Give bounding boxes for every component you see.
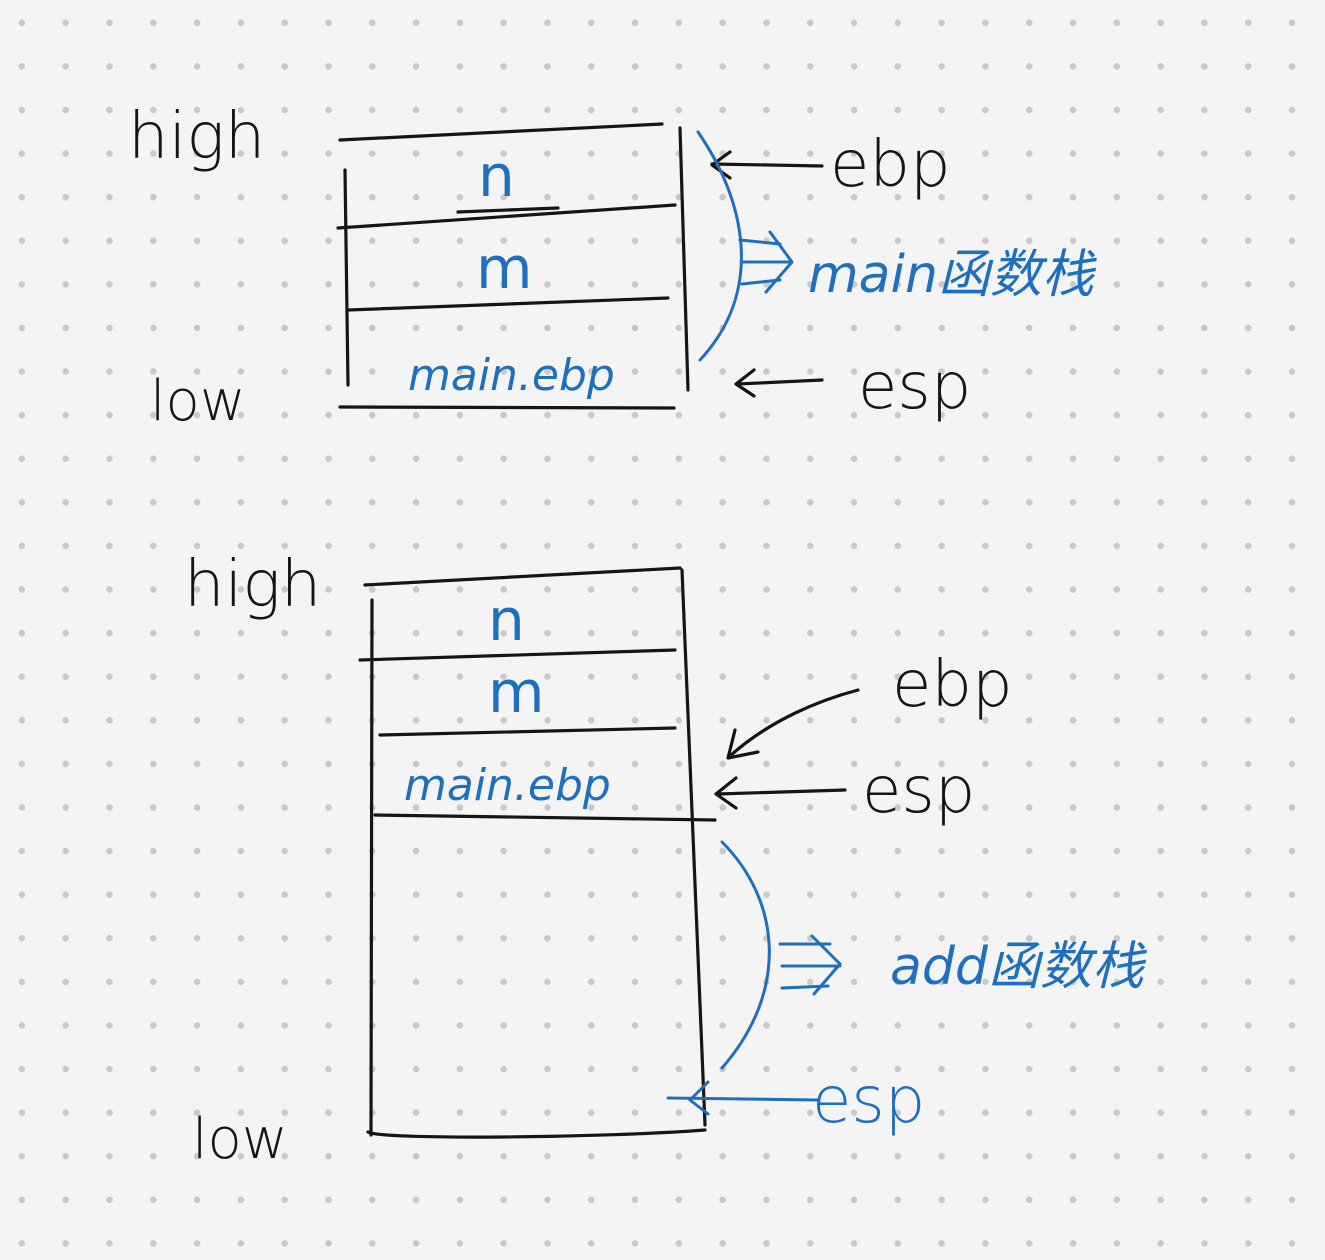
top-ebp-arrow-head — [710, 150, 732, 180]
bottom-stack-diagram: high low n m main.ebp ebp esp — [184, 548, 1147, 1172]
bottom-esp-label: esp — [862, 754, 975, 828]
top-low-label: low — [150, 369, 246, 434]
bottom-ebp-arrow-head — [726, 728, 760, 760]
bottom-box-top-edge — [363, 566, 682, 587]
bottom-add-stack-brace: add函数栈 — [720, 840, 1147, 1070]
top-divider-2 — [346, 296, 670, 312]
top-high-label: high — [128, 100, 265, 174]
top-cell-n: n — [478, 142, 515, 210]
top-cell-main-ebp: main.ebp — [408, 350, 615, 401]
top-box-right-edge — [678, 126, 690, 392]
bottom-new-esp-pointer: esp — [666, 1064, 925, 1138]
bottom-new-esp-arrow-head — [688, 1080, 710, 1116]
top-divider-scribble — [456, 206, 560, 214]
bottom-brace-curve — [720, 840, 771, 1070]
bottom-ebp-arrow-line — [728, 688, 860, 758]
bottom-brace-label: add函数栈 — [890, 937, 1147, 997]
top-brace-label: main函数栈 — [808, 245, 1097, 305]
bottom-high-label: high — [184, 548, 321, 622]
bottom-cell-n: n — [488, 586, 525, 654]
bottom-box-left-edge — [369, 598, 374, 1137]
top-esp-pointer: esp — [734, 350, 971, 424]
bottom-box-bottom-edge — [366, 1128, 707, 1139]
top-esp-label: esp — [858, 350, 971, 424]
bottom-stack-box — [358, 566, 717, 1139]
top-box-left-edge — [343, 168, 350, 387]
top-brace-curve — [696, 130, 743, 362]
top-ebp-label: ebp — [830, 128, 951, 202]
bottom-cell-m: m — [488, 658, 545, 726]
bottom-esp-arrow-line — [716, 788, 847, 796]
top-ebp-arrow-line — [710, 162, 824, 168]
bottom-esp-pointer: esp — [714, 754, 975, 828]
top-main-stack-brace: main函数栈 — [696, 130, 1097, 362]
bottom-low-label: low — [192, 1107, 288, 1172]
bottom-cell-main-ebp: main.ebp — [404, 760, 611, 811]
bottom-box-right-edge — [680, 568, 707, 1127]
bottom-esp-arrow-head — [714, 776, 738, 810]
top-esp-arrow-head — [734, 368, 756, 398]
bottom-implies-arrow — [778, 934, 842, 996]
top-box-bottom-edge — [338, 405, 676, 410]
bottom-divider-2 — [378, 726, 677, 737]
bottom-divider-1 — [358, 648, 677, 662]
bottom-new-esp-label: esp — [812, 1064, 925, 1138]
top-cell-m: m — [476, 234, 533, 302]
top-ebp-pointer: ebp — [710, 128, 951, 202]
bottom-ebp-label: ebp — [892, 648, 1013, 722]
top-stack-box — [336, 122, 690, 410]
bottom-ebp-pointer: ebp — [726, 648, 1013, 760]
top-stack-diagram: high low n m main.ebp ebp esp — [128, 100, 1097, 434]
top-box-top-edge — [338, 122, 664, 142]
bottom-divider-3 — [373, 813, 717, 822]
top-divider-1 — [336, 203, 677, 230]
top-implies-arrow — [738, 230, 794, 294]
top-esp-arrow-line — [736, 378, 824, 386]
